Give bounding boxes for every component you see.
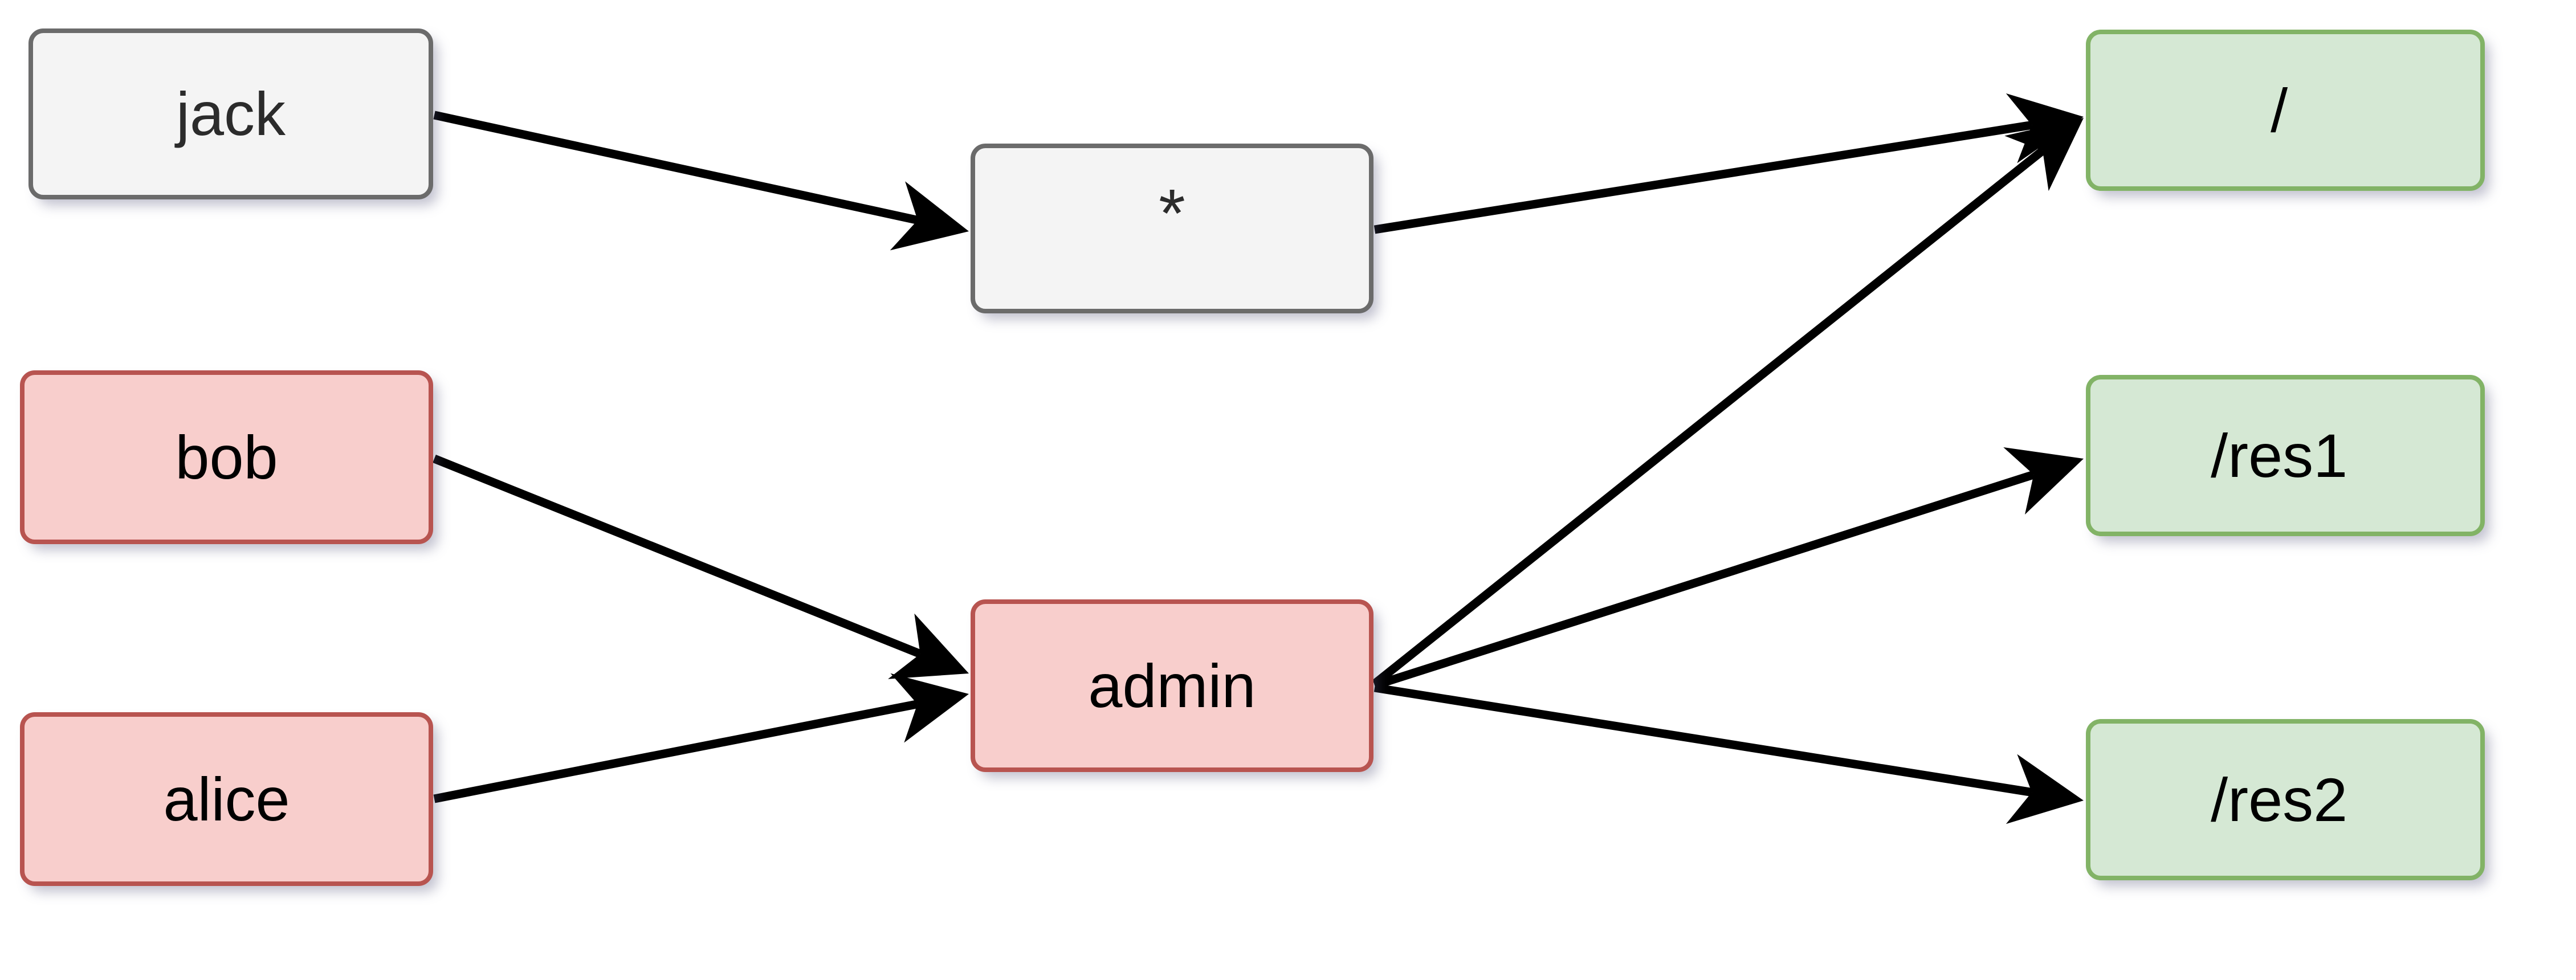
e-admin-root-shaft [1372, 147, 2045, 687]
node-admin[interactable]: admin [971, 599, 1373, 772]
node-label-admin: admin [1088, 651, 1256, 720]
node-jack[interactable]: jack [28, 28, 433, 199]
node-res2[interactable]: /res2 [2086, 719, 2485, 880]
e-alice-admin-shaft [433, 700, 919, 803]
node-label-res1: /res1 [2211, 420, 2348, 490]
node-bob[interactable]: bob [20, 370, 433, 544]
e-jack-star[interactable] [433, 111, 969, 251]
node-root[interactable]: / [2086, 30, 2485, 191]
e-bob-admin-arrowhead [888, 613, 969, 679]
node-star[interactable]: * [971, 144, 1373, 313]
e-star-root-shaft [1373, 121, 2033, 234]
e-bob-admin-shaft [433, 455, 922, 658]
e-jack-star-shaft [433, 111, 919, 224]
e-admin-root-arrowhead [2004, 118, 2084, 191]
node-label-jack: jack [176, 79, 286, 148]
e-admin-res1-shaft [1373, 470, 2035, 690]
node-label-alice: alice [163, 764, 290, 834]
e-alice-admin[interactable] [433, 673, 969, 803]
e-alice-admin-arrowhead [890, 673, 969, 743]
e-admin-res1-arrowhead [2003, 447, 2084, 515]
e-bob-admin[interactable] [433, 455, 969, 679]
e-admin-root[interactable] [1372, 118, 2084, 687]
node-label-bob: bob [175, 422, 278, 492]
node-alice[interactable]: alice [20, 712, 433, 886]
e-jack-star-arrowhead [890, 181, 969, 251]
e-admin-res2-arrowhead [2006, 754, 2084, 824]
node-label-star: * [1159, 175, 1185, 252]
e-admin-res2[interactable] [1373, 683, 2084, 824]
e-admin-res2-shaft [1373, 683, 2033, 797]
node-res1[interactable]: /res1 [2086, 375, 2485, 536]
node-label-root: / [2271, 75, 2288, 145]
node-label-res2: /res2 [2211, 765, 2348, 834]
e-star-root[interactable] [1373, 93, 2084, 234]
e-admin-res1[interactable] [1373, 447, 2084, 690]
